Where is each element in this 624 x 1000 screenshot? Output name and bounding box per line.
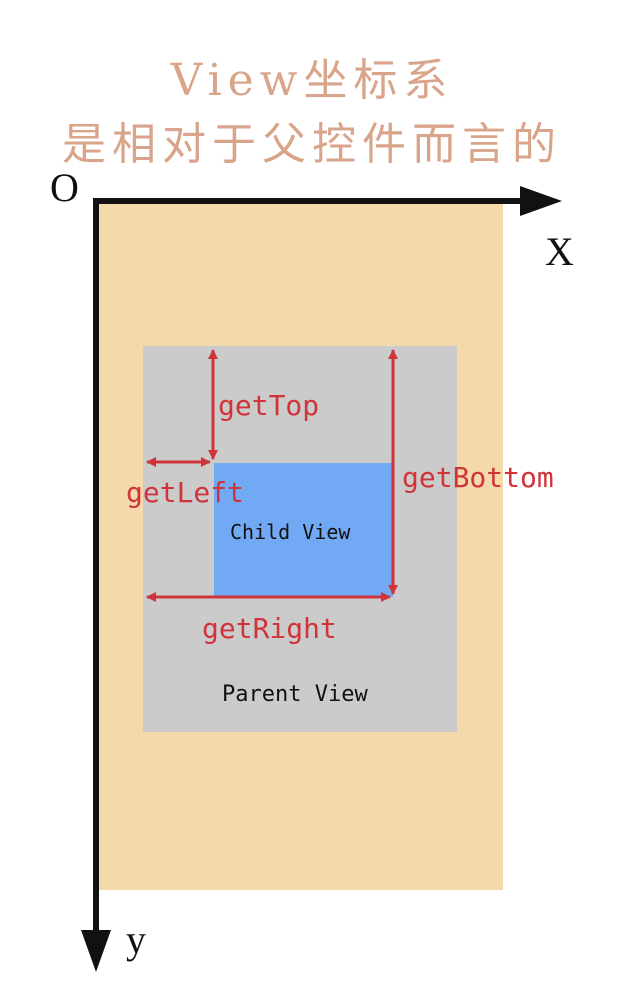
y-axis-arrowhead (81, 930, 111, 972)
x-axis-arrowhead (520, 186, 562, 216)
child-view-label: Child View (230, 520, 351, 544)
title-line-1: View坐标系 (170, 55, 454, 106)
title-line-2: 是相对于父控件而言的 (62, 119, 562, 170)
getright-label: getRight (202, 612, 337, 645)
getbottom-label: getBottom (402, 461, 554, 494)
child-view-box (214, 463, 393, 597)
parent-view-label: Parent View (222, 682, 368, 707)
y-axis-label: y (126, 917, 146, 962)
origin-label: O (50, 165, 79, 210)
x-axis-label: X (545, 229, 574, 274)
gettop-label: getTop (218, 389, 320, 422)
getleft-label: getLeft (126, 476, 245, 509)
